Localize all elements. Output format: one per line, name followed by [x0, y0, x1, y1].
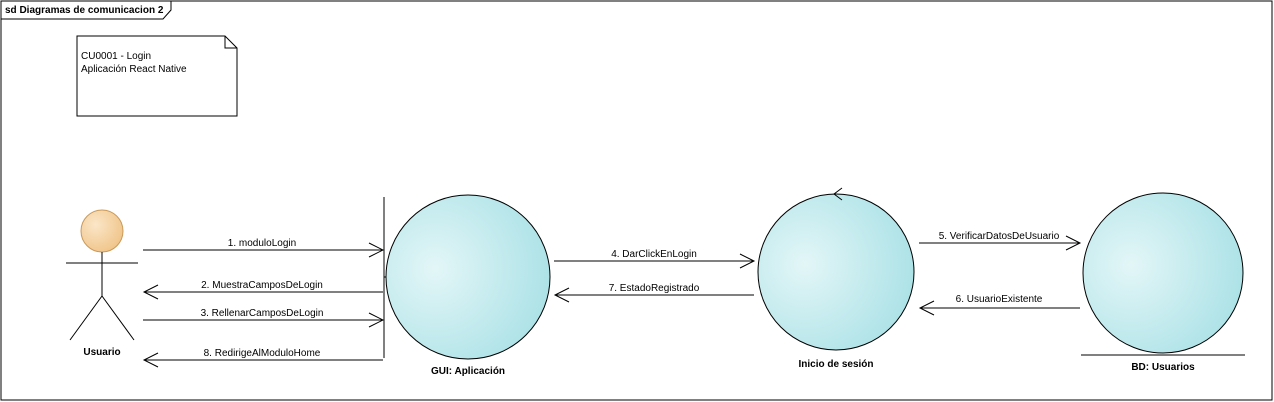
actor-label: Usuario	[83, 347, 120, 358]
message-8[interactable]: 8. RedirigeAlModuloHome	[142, 348, 383, 368]
control-arrow-icon	[833, 187, 843, 201]
message-4[interactable]: 4. DarClickEnLogin	[554, 249, 756, 269]
note-line-2: Aplicación React Native	[81, 64, 187, 75]
message-5-label: 5. VerificarDatosDeUsuario	[939, 231, 1060, 242]
gui-label: GUI: Aplicación	[431, 366, 505, 377]
boundary-object-gui[interactable]: GUI: Aplicación	[383, 194, 551, 377]
note-line-1: CU0001 - Login	[81, 51, 151, 62]
note[interactable]: CU0001 - Login Aplicación React Native	[76, 35, 238, 117]
control-label: Inicio de sesión	[798, 359, 873, 370]
frame-title: sd Diagramas de comunicacion 2	[5, 5, 164, 16]
message-2-label: 2. MuestraCamposDeLogin	[201, 280, 323, 291]
message-3[interactable]: 3. RellenarCamposDeLogin	[143, 308, 385, 328]
message-7[interactable]: 7. EstadoRegistrado	[553, 283, 754, 303]
message-4-label: 4. DarClickEnLogin	[611, 249, 697, 260]
message-8-label: 8. RedirigeAlModuloHome	[204, 348, 321, 359]
message-6[interactable]: 6. UsuarioExistente	[918, 294, 1080, 316]
message-1-label: 1. moduloLogin	[228, 238, 296, 249]
message-6-label: 6. UsuarioExistente	[956, 294, 1043, 305]
message-7-label: 7. EstadoRegistrado	[609, 283, 700, 294]
entity-object-bd-usuarios[interactable]: BD: Usuarios	[1081, 192, 1245, 373]
message-2[interactable]: 2. MuestraCamposDeLogin	[142, 280, 383, 300]
message-3-label: 3. RellenarCamposDeLogin	[201, 308, 324, 319]
message-5[interactable]: 5. VerificarDatosDeUsuario	[919, 231, 1082, 251]
actor-head	[80, 209, 124, 253]
message-1[interactable]: 1. moduloLogin	[143, 238, 385, 258]
control-object-inicio-sesion[interactable]: Inicio de sesión	[757, 187, 915, 370]
entity-label: BD: Usuarios	[1131, 362, 1195, 373]
actor-usuario[interactable]: Usuario	[66, 209, 138, 358]
